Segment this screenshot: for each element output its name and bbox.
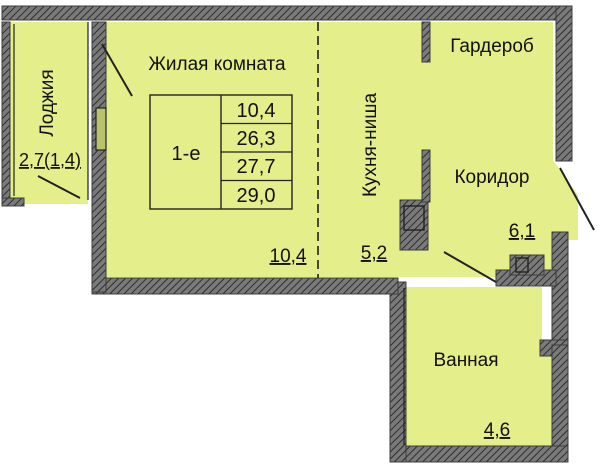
- right-wall-upper: [555, 5, 573, 162]
- living-bottom-wall: [91, 277, 399, 295]
- loggia-door-leaf: [101, 43, 133, 97]
- living-window: [95, 107, 107, 151]
- bath-right-wall: [551, 344, 569, 461]
- living-room-name: Жилая комната: [148, 54, 286, 75]
- bath-vent: [515, 257, 529, 273]
- living-room-area: 10,4: [270, 246, 307, 267]
- watermark: Домклик: [25, 427, 130, 451]
- bathroom-name: Ванная: [433, 350, 498, 371]
- loggia-side-door-leaf: [37, 175, 81, 199]
- bath-door-leaf: [443, 251, 497, 283]
- wardrobe-wall: [421, 21, 431, 63]
- summary-table: 1-е 10,4 26,3 27,7 29,0: [149, 94, 293, 210]
- wardrobe-name: Гардероб: [450, 36, 534, 57]
- bath-bottom-wall: [389, 445, 569, 463]
- loggia-bottom-wall: [1, 197, 25, 207]
- corridor-name: Коридор: [454, 167, 529, 188]
- watermark-text: Домклик: [56, 432, 130, 451]
- corridor-area: 6,1: [509, 221, 535, 242]
- loggia-area: 2,7(1,4): [19, 150, 81, 170]
- loggia-left-wall: [1, 21, 11, 205]
- door-swing-icon: [37, 43, 595, 283]
- bathroom-floor: [404, 287, 556, 447]
- right-wall-lower: [551, 231, 569, 345]
- loggia-floor: [10, 22, 88, 204]
- bathroom-area: 4,6: [484, 420, 510, 441]
- top-wall: [1, 5, 573, 21]
- summary-value-living: 10,4: [237, 100, 276, 122]
- kitchen-sink: [403, 205, 425, 231]
- corridor-extension-floor: [553, 160, 578, 240]
- living-floor: [106, 22, 428, 277]
- kitchen-name: Кухня-ниша: [360, 93, 381, 198]
- summary-value-total: 26,3: [237, 128, 276, 150]
- bath-stub-wall: [509, 254, 545, 276]
- domclick-logo-icon: [25, 427, 51, 451]
- apartment-type: 1-е: [172, 143, 201, 165]
- summary-value-full: 29,0: [237, 185, 276, 207]
- wardrobe-side-wall: [421, 149, 431, 203]
- kitchen-area: 5,2: [361, 243, 387, 264]
- living-left-wall: [91, 21, 107, 293]
- corridor-floor: [428, 22, 553, 277]
- loggia-name: Лоджия: [37, 69, 58, 136]
- floor-areas: [10, 22, 578, 447]
- thin-lines: [13, 22, 529, 445]
- summary-value-with-loggia: 27,7: [237, 156, 276, 178]
- walls: [1, 5, 573, 463]
- room-labels: Жилая комната 10,4 Кухня-ниша 5,2 Гардер…: [19, 36, 535, 441]
- entry-door-leaf: [559, 167, 595, 231]
